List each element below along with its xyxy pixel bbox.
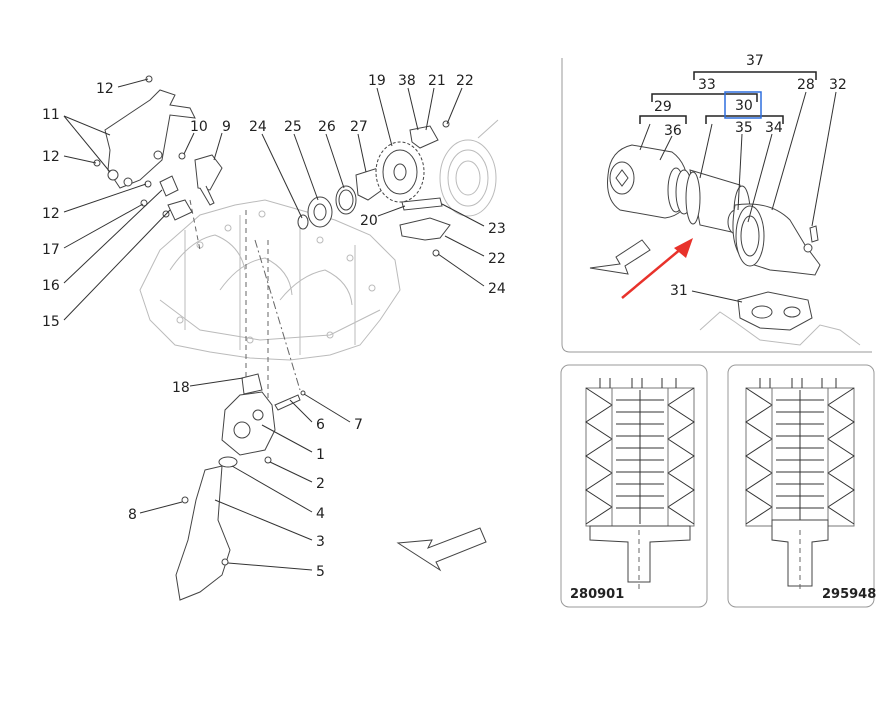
filter-housing-part-28 [732,203,821,276]
callout-19: 21 [428,73,446,89]
callout-32: 32 [829,77,847,93]
callout-3: 3 [316,534,325,550]
bracket-part-11 [93,75,196,189]
callout-34: 34 [765,120,783,136]
callout-35: 35 [735,120,753,136]
callout-27: 27 [350,119,368,135]
callout-21: 22 [488,251,506,267]
callout-6: 6 [316,417,325,433]
callout-14: 16 [42,278,60,294]
callout-37: 37 [746,53,764,69]
engine-block-outline [139,199,401,361]
highlight-box-30 [724,91,762,119]
callout-10: 10 [190,119,208,135]
callout-11: 11 [42,107,60,123]
inset-panel-295948: 295948 [727,364,876,608]
callout-15: 17 [42,242,60,258]
callout-38: 38 [398,73,416,89]
callout-30: 30 [735,98,753,114]
callout-36: 36 [664,123,682,139]
callout-2: 2 [316,476,325,492]
callout-16: 18 [172,380,190,396]
callout-17: 19 [368,73,386,89]
chain-guide-parts-18-23 [399,120,451,257]
callout-26: 26 [318,119,336,135]
callout-12-mid: 12 [42,149,60,165]
callout-labels-main: 12 11 12 12 17 16 15 10 9 24 25 26 27 19… [42,73,506,580]
callout-29: 29 [654,99,672,115]
callout-31: 31 [670,283,688,299]
callout-12-top: 12 [96,81,114,97]
direction-arrow [396,527,487,572]
callout-33: 33 [698,77,716,93]
callout-24: 24 [249,119,267,135]
red-pointer-arrow [621,238,693,299]
filter-direction-arrow [589,239,651,275]
inset-panel-280901: 280901 [560,364,708,608]
callout-8: 8 [128,507,137,523]
oil-filter-panel: 37 33 28 32 29 30 36 35 34 31 [561,53,872,353]
sprocket-part-17 [375,141,425,203]
callout-18: 20 [360,213,378,229]
small-brackets-12-15 [140,175,193,221]
callout-7: 7 [354,417,363,433]
callout-13: 15 [42,314,60,330]
leader-lines-main [63,78,485,571]
oil-pump-part-1 [221,373,306,464]
sensor-part-9 [178,152,223,206]
callout-28: 28 [797,77,815,93]
filter-cap-part-29 [607,144,693,219]
callout-5: 5 [316,564,325,580]
tensioner-parts-24-27 [297,167,383,230]
gear-ghost-outline [439,119,499,217]
callout-12-low: 12 [42,206,60,222]
inset-code-280901: 280901 [570,587,624,602]
oil-pickup-part-3 [175,456,238,601]
callout-23: 24 [488,281,506,297]
callout-20: 22 [456,73,474,89]
gasket-part-31 [737,291,813,331]
callout-1: 1 [316,447,325,463]
callout-4: 4 [316,506,325,522]
callout-25: 25 [284,119,302,135]
callout-22: 23 [488,221,506,237]
assembly-guide-lines [189,199,301,410]
inset-code-295948: 295948 [822,587,876,602]
callout-9: 9 [222,119,231,135]
